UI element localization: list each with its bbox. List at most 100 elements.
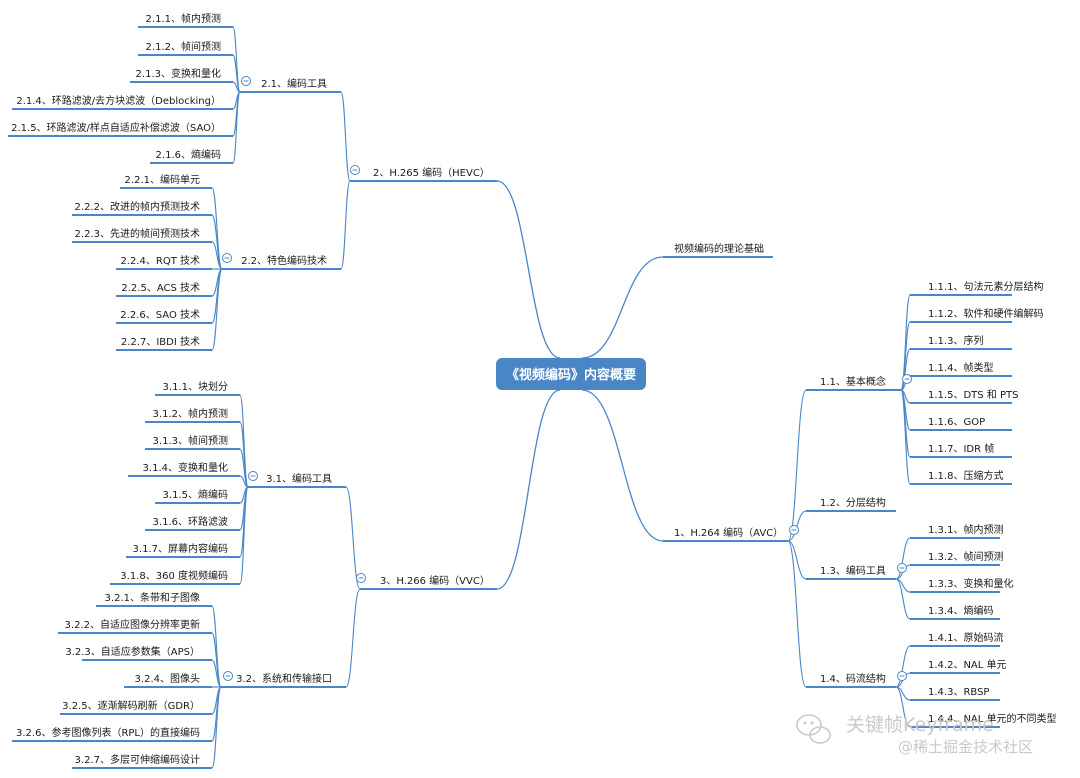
group-1-1[interactable]: 1.1、基本概念 [806,375,901,391]
group-2-1-item-label: 2.1.4、环路滤波/去方块滤波（Deblocking） [16,94,221,107]
group-2-1-item[interactable]: 2.1.3、变换和量化 [130,67,233,83]
group-2-2-item[interactable]: 2.2.1、编码单元 [120,173,212,189]
group-2-2-item-label: 2.2.1、编码单元 [125,173,200,186]
group-3-1-item[interactable]: 3.1.3、帧间预测 [145,434,240,450]
group-1-3-item-label: 1.3.3、变换和量化 [928,577,1013,590]
group-1-1-item[interactable]: 1.1.2、软件和硬件编解码 [910,307,1043,323]
root-node-label: 《视频编码》内容概要 [506,367,636,383]
mindmap-edges [211,26,911,769]
branch-h265[interactable]: 2、H.265 编码（HEVC） [350,166,497,182]
collapse-toggle-group-3-1[interactable] [248,471,258,481]
edge-group-1-1-item-7 [900,389,911,485]
group-3-2-item-label: 3.2.7、多层可伸缩编码设计 [75,753,200,766]
root-node-box[interactable] [496,358,646,390]
group-1-3-item[interactable]: 1.3.3、变换和量化 [910,577,1013,593]
group-3-2-item[interactable]: 3.2.7、多层可伸缩编码设计 [72,753,212,769]
group-3-2-item[interactable]: 3.2.2、自适应图像分辨率更新 [58,618,212,634]
group-1-4[interactable]: 1.4、码流结构 [806,672,896,688]
group-3-1-item[interactable]: 3.1.4、变换和量化 [128,461,240,477]
group-1-1-item[interactable]: 1.1.4、帧类型 [910,361,1012,377]
group-1-4-item[interactable]: 1.4.4、NAL 单元的不同类型 [910,712,1057,728]
edge-root-h264 [581,389,664,542]
group-3-1-item[interactable]: 3.1.2、帧内预测 [145,407,240,423]
collapse-toggle-h264[interactable] [789,525,799,535]
group-2-1-item[interactable]: 2.1.2、帧间预测 [138,40,233,56]
edge-group-3-2-item-2 [211,659,222,688]
collapse-toggle-group-3-2[interactable] [223,671,233,681]
edge-group-3-2-item-1 [211,632,222,688]
group-2-2-item[interactable]: 2.2.2、改进的帧内预测技术 [72,200,212,216]
group-2-1-item[interactable]: 2.1.5、环路滤波/样点自适应补偿滤波（SAO） [8,121,233,137]
group-2-1-item-label: 2.1.1、帧内预测 [146,12,221,25]
group-1-1-item[interactable]: 1.1.7、IDR 帧 [910,442,1012,458]
branch-h264[interactable]: 1、H.264 编码（AVC） [663,526,788,542]
group-1-4-item-label: 1.4.1、原始码流 [928,631,1003,644]
group-1-4-item[interactable]: 1.4.2、NAL 单元 [910,659,1007,674]
group-1-1-item[interactable]: 1.1.6、GOP [910,417,1012,431]
group-2-1-item[interactable]: 2.1.1、帧内预测 [138,12,233,28]
group-3-2-item-label: 3.2.5、逐渐解码刷新（GDR） [62,699,200,712]
branch-h266[interactable]: 3、H.266 编码（VVC） [360,574,497,590]
group-2-2-item[interactable]: 2.2.3、先进的帧间预测技术 [72,227,212,243]
group-1-1-item-label: 1.1.1、句法元素分层结构 [928,280,1043,293]
group-2-1[interactable]: 2.1、编码工具 [240,77,341,93]
collapse-toggle-group-1-4[interactable] [897,671,907,681]
collapse-toggle-group-1-3[interactable] [897,563,907,573]
group-3-1-item-label: 3.1.2、帧内预测 [153,407,228,420]
group-1-3-item[interactable]: 1.3.2、帧间预测 [910,550,1003,566]
group-2-1-item[interactable]: 2.1.6、熵编码 [150,148,233,164]
group-1-1-item[interactable]: 1.1.5、DTS 和 PTS [910,389,1018,404]
group-2-2-item[interactable]: 2.2.4、RQT 技术 [116,254,212,270]
root-node[interactable]: 《视频编码》内容概要 [496,358,646,390]
branch-h265-label: 2、H.265 编码（HEVC） [373,166,490,179]
group-3-2-item[interactable]: 3.2.1、条带和子图像 [96,591,212,607]
collapse-toggle-group-2-2[interactable] [222,253,232,263]
edge-group-3-2-item-6 [211,686,222,769]
branch-theory[interactable]: 视频编码的理论基础 [663,242,773,258]
group-1-4-item[interactable]: 1.4.1、原始码流 [910,631,1003,647]
group-3-1-item[interactable]: 3.1.1、块划分 [155,380,240,396]
edge-group-1-3 [787,540,807,580]
group-1-1-item[interactable]: 1.1.1、句法元素分层结构 [910,280,1043,296]
group-3-1[interactable]: 3.1、编码工具 [248,472,346,488]
edge-group-2-2-item-6 [211,268,223,351]
group-3-2-item[interactable]: 3.2.3、自适应参数集（APS） [65,645,212,661]
group-1-1-item[interactable]: 1.1.3、序列 [910,334,1012,350]
group-3-1-item-label: 3.1.8、360 度视频编码 [120,569,228,582]
group-3-2-item[interactable]: 3.2.6、参考图像列表（RPL）的直接编码 [12,726,212,742]
collapse-toggle-group-1-1[interactable] [902,374,912,384]
collapse-toggle-group-2-1[interactable] [241,76,251,86]
group-3-2-item[interactable]: 3.2.5、逐渐解码刷新（GDR） [60,699,212,715]
group-2-2-item-label: 2.2.2、改进的帧内预测技术 [75,200,200,213]
watermark-line2: @稀土掘金技术社区 [898,738,1033,756]
edge-group-3-1-item-3 [239,475,249,488]
group-3-1-item[interactable]: 3.1.8、360 度视频编码 [110,569,240,585]
group-1-4-item[interactable]: 1.4.3、RBSP [910,687,1000,701]
group-3-2-item[interactable]: 3.2.4、图像头 [124,673,212,688]
group-3-1-item[interactable]: 3.1.7、屏幕内容编码 [126,542,240,558]
group-2-2-item[interactable]: 2.2.6、SAO 技术 [116,308,212,324]
group-2-2-item-label: 2.2.7、IBDI 技术 [121,335,200,348]
group-1-2[interactable]: 1.2、分层结构 [806,496,896,512]
group-1-3-item[interactable]: 1.3.4、熵编码 [910,604,1000,620]
edge-group-2-2-item-1 [211,214,223,270]
group-1-3-label: 1.3、编码工具 [820,564,886,577]
group-3-1-item[interactable]: 3.1.5、熵编码 [155,488,240,504]
group-3-1-item[interactable]: 3.1.6、环路滤波 [145,515,240,531]
group-1-3[interactable]: 1.3、编码工具 [806,564,896,580]
group-3-2[interactable]: 3.2、系统和传输接口 [221,672,346,688]
edge-group-2-1 [340,91,351,182]
group-2-2-item[interactable]: 2.2.7、IBDI 技术 [116,335,212,351]
group-2-1-item-label: 2.1.3、变换和量化 [136,67,221,80]
group-2-2[interactable]: 2.2、特色编码技术 [222,254,341,270]
edge-group-2-1-item-2 [232,81,241,93]
group-1-4-item-label: 1.4.3、RBSP [928,687,989,698]
group-1-1-item[interactable]: 1.1.8、压缩方式 [910,469,1012,485]
group-2-2-item[interactable]: 2.2.5、ACS 技术 [116,281,212,297]
group-1-3-item[interactable]: 1.3.1、帧内预测 [910,523,1003,539]
collapse-toggle-h266[interactable] [356,573,366,583]
group-2-1-item[interactable]: 2.1.4、环路滤波/去方块滤波（Deblocking） [12,94,233,110]
collapse-toggle-h265[interactable] [350,165,360,175]
group-2-2-item-label: 2.2.5、ACS 技术 [121,281,200,294]
group-1-2-label: 1.2、分层结构 [820,496,886,509]
